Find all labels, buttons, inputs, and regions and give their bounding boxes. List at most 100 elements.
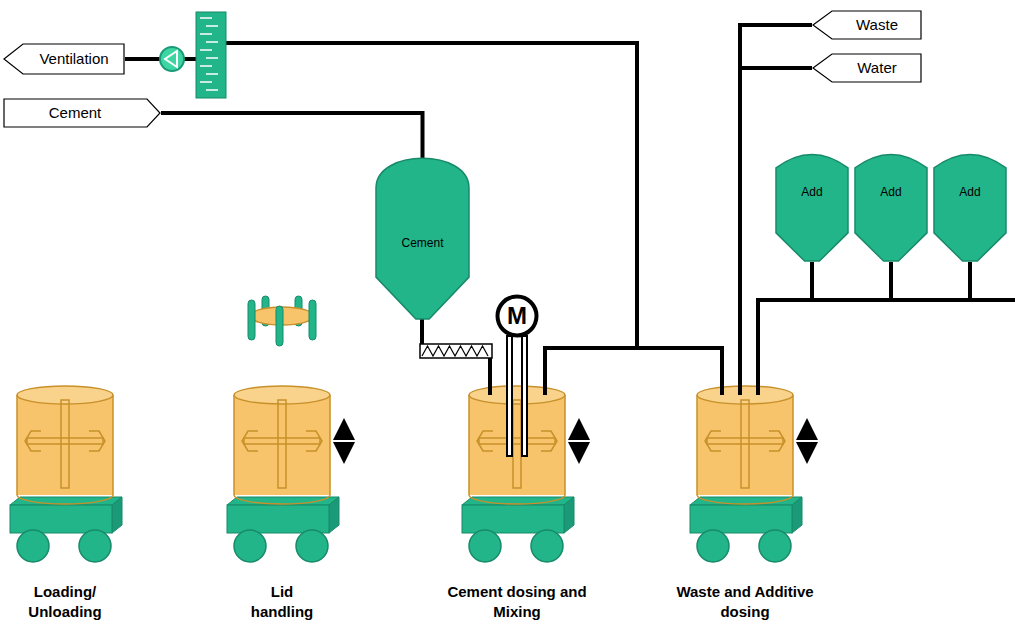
cart-wheel [697,530,729,562]
motor-shaft [522,336,527,456]
additive-pipe [810,262,814,300]
drum-outline [697,395,793,504]
lid-handler [248,296,316,346]
motor-symbol: M [495,294,539,338]
node-outline [775,150,849,262]
additive-pipe [889,262,893,300]
cart-wheel [759,530,791,562]
drum-station [10,386,122,562]
vent-pipe [184,57,196,61]
inlet-tag: Water [812,53,922,83]
additive-pipe [968,262,972,300]
filter-mark [206,57,218,59]
stirrer-bar [479,438,555,444]
inlet-tag-shape [813,54,921,82]
node-text: Add [801,186,822,200]
fan-symbol [160,47,184,71]
node-outline [854,150,928,262]
fan-circle [160,47,184,71]
stirrer-paddle [89,431,105,451]
additive-tank: Add [854,150,928,262]
cart-wheel [296,530,328,562]
drum-top [17,386,113,404]
station-label: Loading/ Unloading [15,582,115,621]
drum-stations [10,386,818,562]
station-label: Cement dosing and Mixing [442,582,592,621]
drum-body [234,395,330,495]
lift-arrow [796,418,818,440]
fan-triangle [165,51,177,67]
water-pipe [740,66,812,70]
filter-symbol [196,12,226,98]
drum-body [697,395,793,495]
lid-prong [276,306,283,346]
cart-wheel [531,530,563,562]
stirrer-paddle [477,431,493,451]
drum-station [227,386,355,562]
screw-flight [422,346,488,356]
inlet-tag-shape [4,99,160,127]
cart-side [792,497,802,533]
node-outline [933,150,1007,262]
stirrer-paddle [25,431,41,451]
drum-station [690,386,818,562]
lift-arrow [568,442,590,464]
filter-mark [200,49,212,51]
cart-body [227,505,329,533]
drum-outline [17,395,113,504]
lift-arrow [568,418,590,440]
additive-tank-shape [934,154,1006,261]
cart-side [564,497,574,533]
filter-mark [206,41,218,43]
additive-tank: Add [933,150,1007,262]
stirrer-paddle [769,431,785,451]
drum-body [469,395,565,495]
stirrer-paddle [541,431,557,451]
filter-mark [206,25,218,27]
cart-side [112,497,122,533]
cart-wheel [234,530,266,562]
lid-prong [248,300,255,340]
drum-top [697,386,793,404]
outlet-tag: Ventilation [3,43,125,75]
lid-prong [309,300,316,340]
cart-wheel [17,530,49,562]
pipe-connector [161,113,423,158]
additive-tank-shape [855,154,927,261]
cart-body [462,505,564,533]
filter-mark [206,89,218,91]
drum-outline [469,395,565,504]
additive-pipe [758,300,1015,395]
node-text: Water [857,59,896,76]
filter-mark [206,73,218,75]
motor-shaft [507,336,512,456]
stirrer-paddle [705,431,721,451]
screw-housing [420,344,492,358]
cart-wheel [79,530,111,562]
stirrer-bar [27,438,103,444]
node-text: Cement [401,237,443,251]
drum-outline [234,395,330,504]
vent-pipe [226,43,637,348]
lift-arrow [333,418,355,440]
node-text: M [507,302,527,330]
cart-side [329,497,339,533]
filter-mark [200,33,212,35]
node-text: Add [959,186,980,200]
additive-tank: Add [775,150,849,262]
stirrer-bar [244,438,320,444]
cart-body [10,505,112,533]
filter-mark [200,81,212,83]
screw-conveyor [420,344,492,358]
station-label: Lid handling [242,582,322,621]
cart-body [690,505,792,533]
stirrer-paddle [306,431,322,451]
additive-tank-shape [776,154,848,261]
stirrer-paddle [242,431,258,451]
inlet-tag-shape [813,11,921,39]
cart-wheel [469,530,501,562]
cement-silo: Cement [375,155,470,320]
stirrer-bar [707,438,783,444]
motor-circle [498,297,537,336]
